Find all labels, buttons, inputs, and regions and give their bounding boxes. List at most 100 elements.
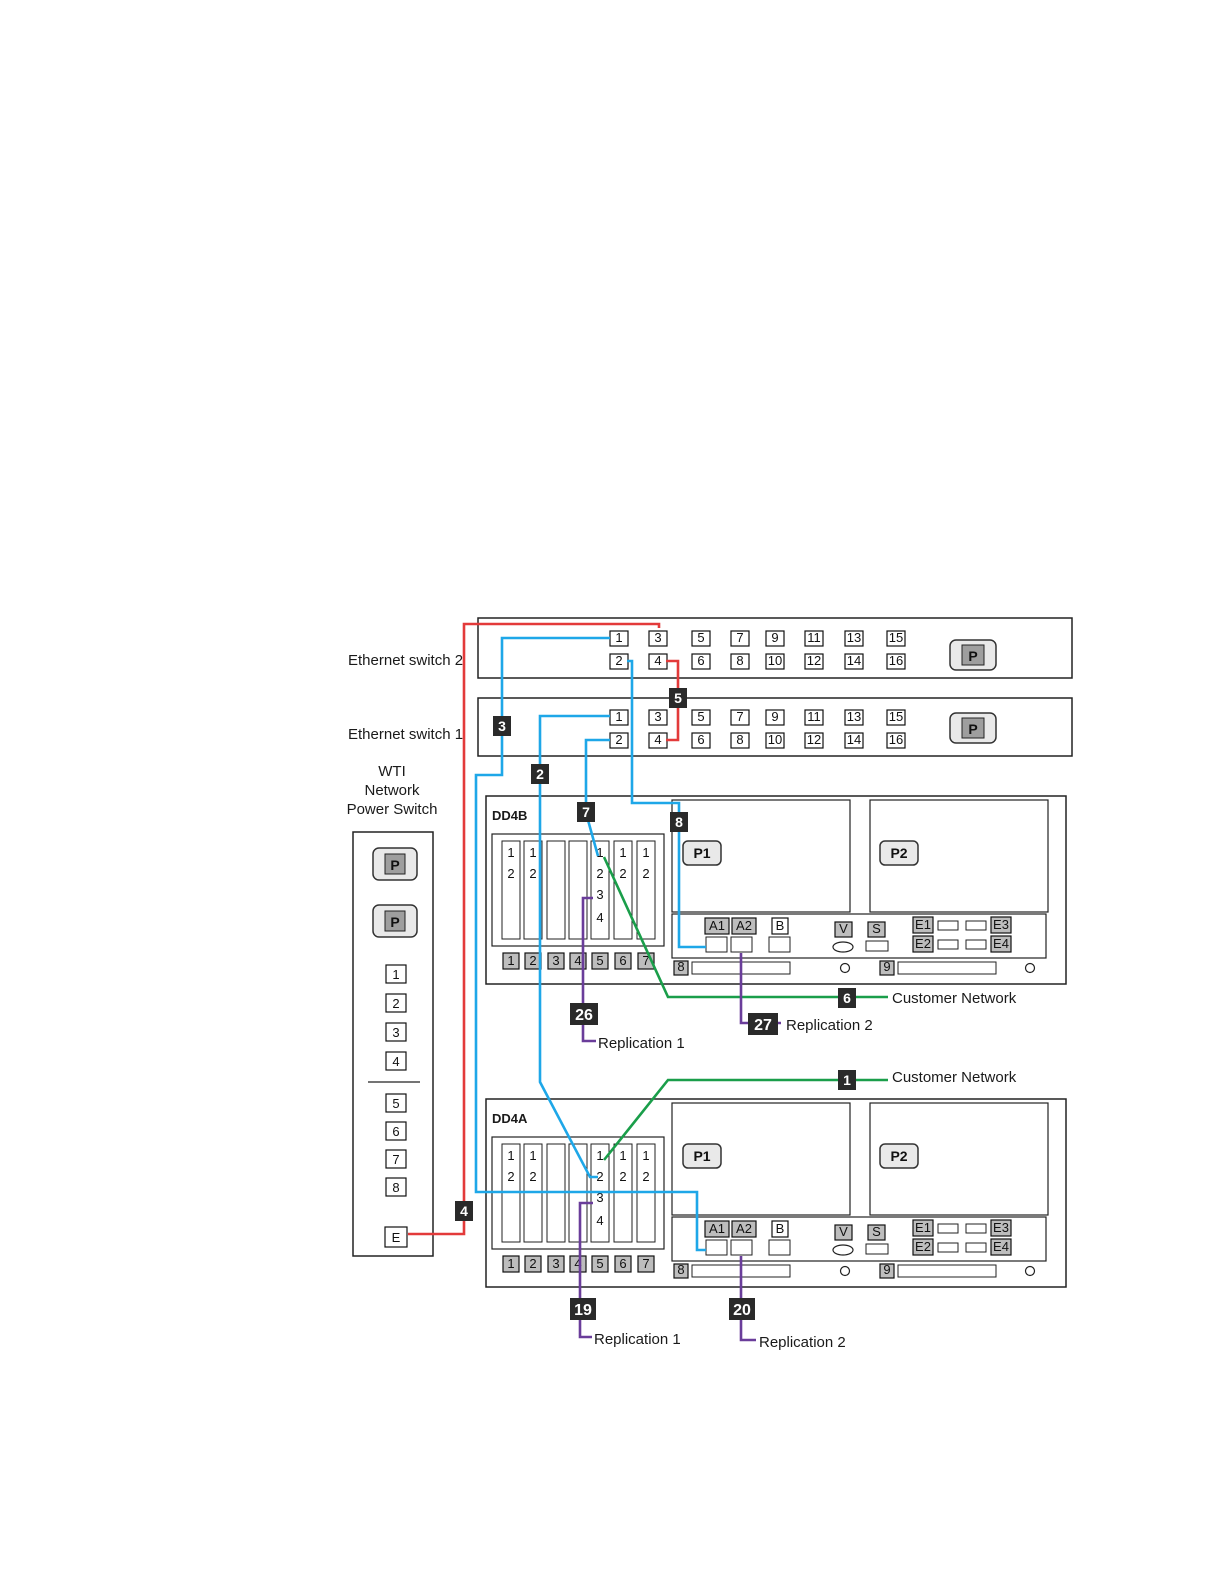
dd4b-card5-port-4: 4	[596, 910, 603, 925]
dd4a-a2-label: A2	[731, 1220, 757, 1238]
dd4a-e3-label: E3	[990, 1219, 1012, 1237]
svg-text:12: 12	[807, 653, 821, 668]
switch-2-port-7: 7	[730, 630, 750, 647]
switch-2-port-4: 4	[648, 653, 668, 670]
dd4a-card5-port-1: 1	[596, 1148, 603, 1163]
svg-text:P: P	[390, 857, 399, 873]
dd4b-slot-9: 9	[879, 959, 895, 976]
cable-tag-8: 8	[670, 812, 688, 832]
dd4a-e4-label: E4	[990, 1238, 1012, 1256]
dd4b-slot-6: 6	[614, 952, 632, 970]
svg-text:A2: A2	[736, 1221, 752, 1236]
svg-text:1: 1	[615, 630, 622, 645]
svg-text:5: 5	[596, 1256, 603, 1271]
switch-1-port-6: 6	[691, 732, 711, 749]
switch-2-port-13: 13	[844, 630, 864, 647]
svg-text:3: 3	[392, 1025, 399, 1040]
dd4b-card5-port-3: 3	[596, 887, 603, 902]
dd4a-b-label: B	[771, 1220, 789, 1238]
cable-tag-2: 2	[531, 764, 549, 784]
ethernet-switch-1: Ethernet switch 1 1234567891011121314151…	[348, 697, 1073, 757]
wti-power-button-2: P	[372, 904, 418, 938]
svg-text:7: 7	[736, 630, 743, 645]
svg-text:6: 6	[392, 1124, 399, 1139]
switch-2-port-16: 16	[886, 653, 906, 670]
svg-text:13: 13	[847, 709, 861, 724]
dd4a-slot-7: 7	[637, 1255, 655, 1273]
customer-network-label-1: Customer Network	[892, 1069, 1017, 1086]
dd4a-slot-9: 9	[879, 1262, 895, 1279]
svg-text:9: 9	[883, 1262, 890, 1277]
svg-text:19: 19	[574, 1302, 592, 1319]
cable-26-purple	[581, 896, 596, 1043]
svg-text:8: 8	[675, 814, 683, 830]
switch-1-port-10: 10	[765, 732, 785, 749]
svg-text:15: 15	[889, 709, 903, 724]
svg-text:5: 5	[697, 709, 704, 724]
switch-1-port-2: 2	[609, 732, 629, 749]
cable-tag-4: 4	[455, 1201, 473, 1221]
dd4a-a2-port	[730, 1239, 753, 1256]
svg-text:4: 4	[392, 1054, 399, 1069]
svg-text:6: 6	[697, 653, 704, 668]
svg-text:A1: A1	[709, 918, 725, 933]
switch-2-port-10: 10	[765, 653, 785, 670]
wti-outlet-1: 1	[385, 964, 407, 984]
dd4b-e1-port	[937, 920, 959, 931]
cable-tag-26: 26	[570, 1003, 598, 1025]
cable-7-blue	[584, 738, 610, 857]
dd4a-serial-port	[865, 1243, 889, 1255]
dd4b-a2-port	[730, 936, 753, 953]
svg-text:5: 5	[596, 953, 603, 968]
switch-1-port-9: 9	[765, 709, 785, 726]
svg-text:1: 1	[392, 967, 399, 982]
cable-tag-6: 6	[838, 988, 856, 1008]
svg-text:1: 1	[507, 1256, 514, 1271]
svg-text:4: 4	[654, 732, 661, 747]
svg-text:10: 10	[768, 732, 782, 747]
cable-tag-5: 5	[669, 688, 687, 708]
dd4b-b-port	[768, 936, 791, 953]
svg-text:P: P	[390, 914, 399, 930]
svg-text:26: 26	[575, 1007, 593, 1024]
wti-title-line2: Network	[364, 782, 420, 799]
svg-text:6: 6	[843, 990, 851, 1006]
svg-text:1: 1	[507, 953, 514, 968]
svg-text:7: 7	[642, 953, 649, 968]
svg-text:4: 4	[574, 1256, 581, 1271]
replication-1-label-26: Replication 1	[598, 1035, 685, 1052]
dd4a-card5-port-4: 4	[596, 1213, 603, 1228]
cable-20-purple	[739, 1256, 756, 1342]
switch-2-port-6: 6	[691, 653, 711, 670]
replication-2-label-27: Replication 2	[786, 1017, 873, 1034]
dd4a-slot-4: 4	[569, 1255, 587, 1273]
dd4b-b-label: B	[771, 917, 789, 935]
svg-text:13: 13	[847, 630, 861, 645]
cable-tag-3: 3	[493, 716, 511, 736]
replication-1-label-19: Replication 1	[594, 1331, 681, 1348]
switch-2-port-9: 9	[765, 630, 785, 647]
dd4a-a1-port	[705, 1239, 728, 1256]
svg-text:2: 2	[615, 732, 622, 747]
switch-1-port-14: 14	[844, 732, 864, 749]
dd4b-card1-port-1: 1	[507, 845, 514, 860]
svg-text:11: 11	[807, 709, 821, 724]
svg-text:E2: E2	[915, 936, 931, 951]
svg-text:E: E	[392, 1230, 401, 1245]
dd4b-card7-port-2: 2	[642, 866, 649, 881]
cable-1-green	[602, 1078, 888, 1161]
dd4a-led-1	[839, 1265, 851, 1277]
dd4a-vga-port	[832, 1244, 854, 1256]
dd4a-slot-3: 3	[547, 1255, 565, 1273]
cable-2-blue	[538, 714, 610, 1179]
svg-text:7: 7	[736, 709, 743, 724]
svg-text:8: 8	[736, 732, 743, 747]
switch-2-port-8: 8	[730, 653, 750, 670]
dd4a-slot-8: 8	[673, 1262, 689, 1279]
switch-1-port-5: 5	[691, 709, 711, 726]
cable-tag-27: 27	[748, 1013, 778, 1035]
dd4a-e1-port	[937, 1223, 959, 1234]
